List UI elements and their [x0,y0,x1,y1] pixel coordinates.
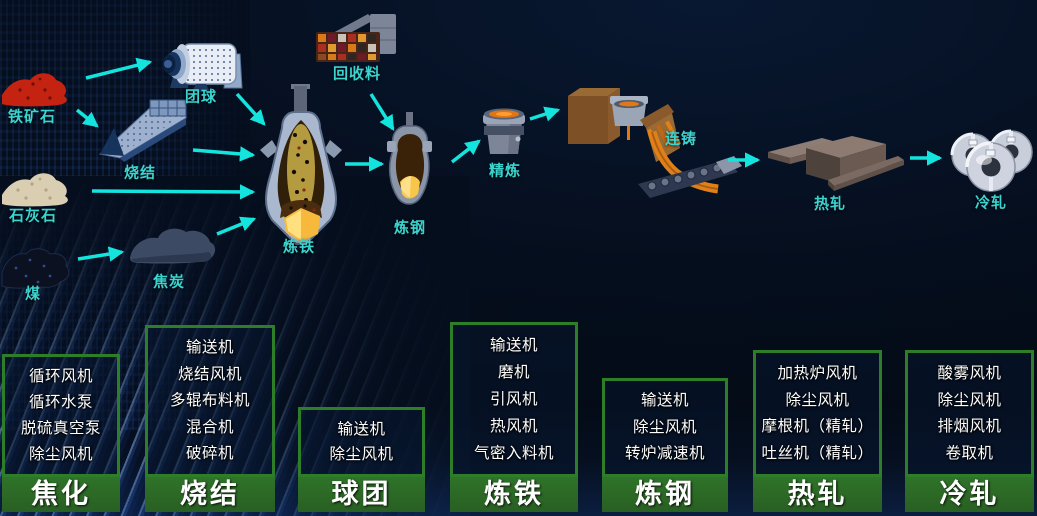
equipment-item: 烧结风机 [177,365,242,383]
label-cold-rolling: 冷轧 [974,194,1008,212]
equipment-item: 循环风机 [28,367,93,385]
converter-icon [387,112,432,205]
equipment-item: 摩根机（精轧） [761,418,874,436]
equipment-item: 热风机 [489,417,538,435]
pelletizer-icon [162,43,243,92]
equipment-item: 混合机 [185,418,234,436]
panel-steelmaking: 输送机 除尘风机 转炉减速机 炼钢 [602,378,728,512]
equipment-item: 卷取机 [945,445,994,463]
panel-title-hot-rolling[interactable]: 热轧 [753,477,882,512]
refining-ladle-icon [483,108,525,154]
panel-sintering: 输送机 烧结风机 多辊布料机 混合机 破碎机 烧结 [145,325,275,512]
equipment-list: 输送机 除尘风机 [298,407,425,477]
equipment-list: 酸雾风机 除尘风机 排烟风机 卷取机 [905,350,1034,477]
equipment-item: 破碎机 [185,445,234,463]
equipment-item: 多辊布料机 [169,392,250,410]
limestone-pile-icon [2,173,68,207]
equipment-item: 除尘风机 [28,445,93,463]
equipment-item: 排烟风机 [937,418,1002,436]
sintering-machine-icon [98,99,187,162]
label-refining: 精炼 [488,162,522,180]
equipment-item: 气密入料机 [473,444,554,462]
label-continuous-casting: 连铸 [664,130,698,148]
label-coal: 煤 [24,285,42,303]
equipment-item: 磨机 [497,363,530,381]
equipment-list: 加热炉风机 除尘风机 摩根机（精轧） 吐丝机（精轧） [753,350,882,477]
iron-ore-pile-icon [2,73,67,107]
continuous-caster-icon [568,88,742,198]
label-limestone: 石灰石 [8,207,58,225]
panel-title-cold-rolling[interactable]: 冷轧 [905,477,1034,512]
equipment-list: 输送机 除尘风机 转炉减速机 [602,378,728,477]
cold-rolled-coils-icon [950,129,1033,192]
equipment-item: 转炉减速机 [624,445,705,463]
equipment-item: 酸雾风机 [937,364,1002,382]
equipment-item: 输送机 [489,336,538,354]
equipment-item: 吐丝机（精轧） [761,445,874,463]
recycled-scrap-icon [316,14,396,62]
hot-rolled-slabs-icon [768,136,904,191]
equipment-list: 循环风机 循环水泵 脱硫真空泵 除尘风机 [2,354,120,477]
panel-hot-rolling: 加热炉风机 除尘风机 摩根机（精轧） 吐丝机（精轧） 热轧 [753,350,882,512]
label-recycled-material: 回收料 [332,65,382,83]
label-steelmaking: 炼钢 [393,219,427,237]
panel-title-steelmaking[interactable]: 炼钢 [602,477,728,512]
coke-pile-icon [130,228,216,264]
equipment-list: 输送机 烧结风机 多辊布料机 混合机 破碎机 [145,325,275,477]
equipment-item: 加热炉风机 [777,364,858,382]
label-iron-ore: 铁矿石 [7,108,57,126]
equipment-list: 输送机 磨机 引风机 热风机 气密入料机 [450,322,578,477]
label-hot-rolling: 热轧 [813,195,847,213]
equipment-item: 除尘风机 [632,418,697,436]
flow-arrows [75,57,943,262]
panel-title-pelletizing[interactable]: 球团 [298,477,425,512]
equipment-item: 除尘风机 [785,391,850,409]
panel-ironmaking: 输送机 磨机 引风机 热风机 气密入料机 炼铁 [450,322,578,512]
label-pelletizing: 团球 [184,88,218,106]
panel-cold-rolling: 酸雾风机 除尘风机 排烟风机 卷取机 冷轧 [905,350,1034,512]
panel-coking: 循环风机 循环水泵 脱硫真空泵 除尘风机 焦化 [2,354,120,512]
panel-title-coking[interactable]: 焦化 [2,477,120,512]
label-coke: 焦炭 [152,273,186,291]
equipment-item: 输送机 [337,420,386,438]
equipment-item: 除尘风机 [937,391,1002,409]
label-sintering: 烧结 [123,164,157,182]
equipment-item: 脱硫真空泵 [20,419,101,437]
panel-title-ironmaking[interactable]: 炼铁 [450,477,578,512]
label-ironmaking: 炼铁 [282,238,316,256]
equipment-item: 循环水泵 [28,393,93,411]
equipment-item: 输送机 [185,339,234,357]
panel-pelletizing: 输送机 除尘风机 球团 [298,407,425,512]
blast-furnace-icon [260,84,342,245]
coal-pile-icon [1,248,70,289]
equipment-item: 输送机 [640,392,689,410]
equipment-item: 除尘风机 [329,446,394,464]
equipment-item: 引风机 [489,390,538,408]
panel-title-sintering[interactable]: 烧结 [145,477,275,512]
